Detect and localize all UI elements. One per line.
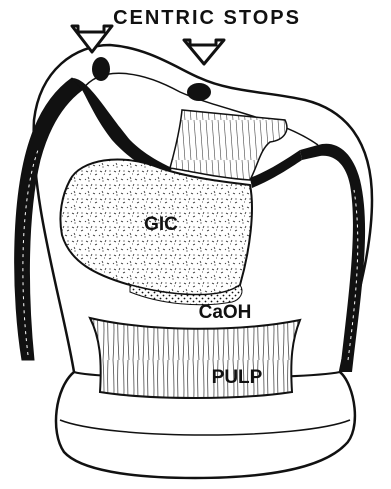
pulp-label: PULP: [212, 367, 263, 388]
centric-stop-arrow-right: [184, 40, 224, 64]
centric-stop-mark-right: [187, 83, 211, 101]
title-label: CENTRIC STOPS: [113, 7, 301, 29]
centric-stop-mark-left: [92, 57, 110, 81]
pulp-chamber: [90, 318, 300, 398]
caoh-label: CaOH: [199, 302, 252, 323]
gic-label: GIC: [144, 214, 178, 235]
